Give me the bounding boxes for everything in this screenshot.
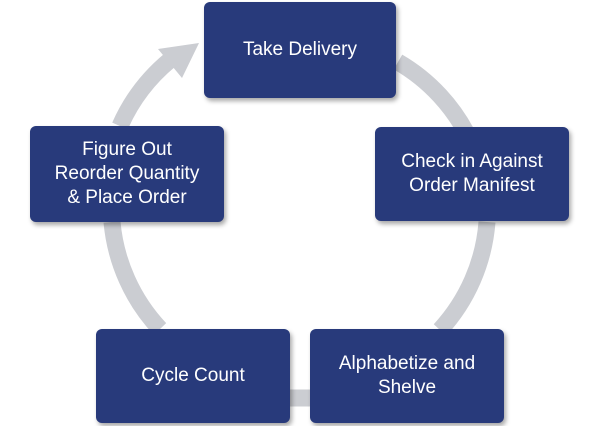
step-take-delivery: Take Delivery bbox=[204, 2, 396, 98]
step-check-in-label: Check in Against Order Manifest bbox=[401, 151, 543, 196]
step-cycle-count-label: Cycle Count bbox=[141, 365, 245, 386]
step-cycle-count: Cycle Count bbox=[96, 329, 290, 423]
ring-segment-reorder-to-delivery bbox=[112, 53, 176, 130]
cycle-arrowhead bbox=[158, 43, 199, 78]
step-alphabetize-label: Alphabetize and Shelve bbox=[338, 353, 476, 398]
step-alphabetize-and-shelve: Alphabetize and Shelve bbox=[310, 329, 504, 423]
ring-segment-checkin-to-shelve bbox=[433, 221, 496, 336]
step-figure-out-reorder-quantity: Figure Out Reorder Quantity & Place Orde… bbox=[30, 126, 224, 222]
step-check-in-against-order-manifest: Check in Against Order Manifest bbox=[375, 127, 569, 221]
step-take-delivery-label: Take Delivery bbox=[242, 39, 358, 60]
ring-segment-count-to-reorder bbox=[103, 221, 167, 335]
step-reorder-label: Figure Out Reorder Quantity & Place Orde… bbox=[54, 139, 200, 208]
